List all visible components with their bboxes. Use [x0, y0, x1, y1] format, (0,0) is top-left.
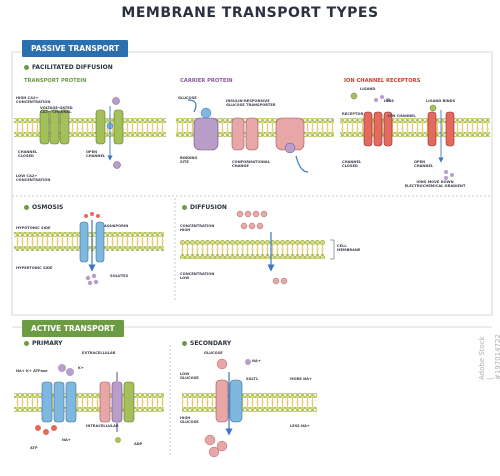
- bullet-icon: [24, 205, 29, 210]
- more-na-label: MORE NA+: [290, 377, 312, 381]
- glucose-transporter-label: INSULIN-RESPONSIVE GLUCOSE TRANSPORTER: [226, 99, 276, 108]
- concentration-high-label: CONCENTRATION HIGH: [180, 224, 215, 233]
- gradient-label: IONS MOVE DOWN ELECTROCHEMICAL GRADIENT: [404, 180, 466, 189]
- ligand-label: LIGAND: [360, 87, 376, 91]
- bullet-icon: [182, 205, 187, 210]
- atp-label: ATP: [30, 446, 38, 450]
- ligand-binds-label: LIGAND BINDS: [426, 99, 456, 103]
- low-ca-label: LOW CA2+ CONCENTRATION: [16, 174, 51, 183]
- stock-watermark: Adobe Stock | #197014722: [478, 334, 500, 380]
- membrane-transport-protein: [14, 118, 166, 137]
- transport-protein-heading: TRANSPORT PROTEIN: [24, 78, 87, 84]
- sglt1-label: SGLT1: [246, 377, 259, 381]
- concentration-low-label: CONCENTRATION LOW: [180, 272, 215, 281]
- channel-closed-label: CHANNEL CLOSED: [18, 150, 38, 159]
- ions-label: IONS: [384, 99, 394, 103]
- membrane-osmosis: [14, 232, 164, 251]
- conformational-change-label: CONFORMATIONAL CHANGE: [232, 160, 270, 169]
- ion-channel-heading: ION CHANNEL RECEPTORS: [344, 78, 421, 84]
- aquaporin: [79, 212, 105, 286]
- ion-channel-open: [427, 104, 455, 180]
- pump-label: NA+ K+ ATPase: [16, 369, 48, 373]
- receptor-label: RECEPTOR: [342, 112, 364, 116]
- ion-open-channel-label: OPEN CHANNEL: [414, 160, 434, 169]
- bullet-icon: [24, 341, 29, 346]
- ion-channel-label: ION CHANNEL: [388, 114, 416, 118]
- voltage-gated-channel-closed: [39, 109, 70, 145]
- cell-membrane-label: CELL MEMBRANE: [337, 244, 361, 253]
- active-transport-banner: ACTIVE TRANSPORT: [22, 320, 124, 337]
- secondary-label: SECONDARY: [190, 340, 232, 347]
- diffusion-molecules-low: [272, 277, 288, 285]
- membrane-diffusion: [180, 239, 335, 260]
- ion-channel-closed: [350, 92, 393, 147]
- sec-na-label: NA+: [252, 359, 261, 363]
- membrane-ion-channel: [340, 118, 490, 137]
- glucose-transporter-3: [275, 117, 309, 173]
- open-channel-label: OPEN CHANNEL: [86, 150, 106, 159]
- sodium-potassium-pump: [35, 364, 135, 443]
- primary-heading: PRIMARY: [24, 340, 63, 347]
- bullet-icon: [24, 65, 29, 70]
- glucose-transporter-1: [187, 99, 219, 151]
- aquaporin-label: AQUAPORIN: [104, 224, 129, 228]
- secondary-heading: SECONDARY: [182, 340, 231, 347]
- osmosis-heading: OSMOSIS: [24, 204, 63, 211]
- primary-label: PRIMARY: [32, 340, 63, 347]
- k-label: K+: [78, 366, 84, 370]
- solutes-label: SOLUTES: [110, 274, 129, 278]
- passive-transport-banner: PASSIVE TRANSPORT: [22, 40, 129, 57]
- membrane-secondary: [182, 393, 317, 412]
- binding-site-label: BINDING SITE: [180, 156, 198, 165]
- page-title: MEMBRANE TRANSPORT TYPES: [121, 5, 379, 21]
- bullet-icon: [182, 341, 187, 346]
- passive-frame: [11, 51, 493, 316]
- diffusion-heading: DIFFUSION: [182, 204, 227, 211]
- high-glucose-label: HIGH GLUCOSE: [180, 416, 199, 425]
- less-na-label: LESS NA+: [290, 424, 310, 428]
- voltage-gated-label: VOLTAGE-GATED CA2+ CHANNEL: [40, 106, 73, 115]
- glucose-label: GLUCOSE: [178, 96, 197, 100]
- carrier-protein-heading: CARRIER PROTEIN: [180, 78, 233, 84]
- high-ca-label: HIGH CA2+ CONCENTRATION: [16, 96, 51, 105]
- low-glucose-label: LOW GLUCOSE: [180, 372, 199, 381]
- adp-label: ADP: [134, 442, 143, 446]
- hypotonic-label: HYPOTONIC SIDE: [16, 226, 51, 230]
- facilitated-diffusion-heading: FACILITATED DIFFUSION: [24, 64, 113, 71]
- diffusion-label: DIFFUSION: [190, 204, 227, 211]
- hypertonic-label: HYPERTONIC SIDE: [16, 266, 53, 270]
- osmosis-label: OSMOSIS: [32, 204, 64, 211]
- glucose-transporter-2: [231, 117, 259, 151]
- voltage-gated-channel-open: [95, 97, 124, 169]
- intracellular-label: INTRACELLULAR: [86, 424, 119, 428]
- ion-channel-closed-label: CHANNEL CLOSED: [342, 160, 362, 169]
- na-primary-label: NA+: [62, 438, 71, 442]
- membrane-primary: [14, 393, 164, 412]
- diffusion-molecules-high: [236, 210, 275, 272]
- sglt1-transporter: [204, 358, 251, 458]
- sec-glucose-label: GLUCOSE: [204, 351, 223, 355]
- extracellular-label: EXTRACELLULAR: [82, 351, 116, 355]
- facilitated-diffusion-label: FACILITATED DIFFUSION: [32, 64, 113, 71]
